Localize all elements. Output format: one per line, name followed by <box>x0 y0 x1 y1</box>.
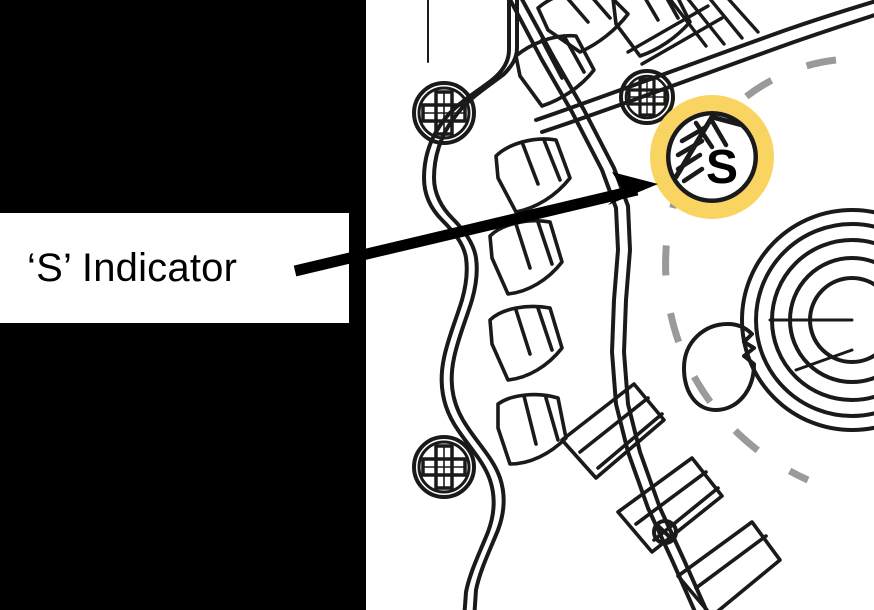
pressure-finger-6 <box>488 304 564 382</box>
pressure-finger-2 <box>611 0 692 58</box>
dashed-reference-arc <box>662 56 837 484</box>
pressure-finger-1 <box>536 0 630 54</box>
cover-plate-outline <box>422 0 519 610</box>
drawing-svg <box>412 0 874 610</box>
callout-box: ‘S’ Indicator <box>0 213 349 323</box>
callout-label: ‘S’ Indicator <box>27 246 238 290</box>
s-indicator-highlight-inner <box>666 111 758 203</box>
s-indicator-letter: S <box>705 141 738 194</box>
upper-rail-group <box>626 0 760 66</box>
pin-hole <box>652 519 678 545</box>
technical-drawing <box>366 0 874 610</box>
hub-concentric-rings <box>740 208 874 432</box>
pressure-finger-5 <box>488 218 564 296</box>
phillips-screw-lower-left <box>412 435 476 499</box>
retaining-strap-lower <box>560 382 666 480</box>
phillips-screw-upper-left <box>412 81 476 145</box>
outer-rim-lines <box>534 0 874 134</box>
pressure-finger-7 <box>496 392 568 466</box>
pressure-finger-4 <box>494 137 572 214</box>
s-indicator-marking-art <box>666 111 758 203</box>
pressure-finger-3 <box>514 33 596 108</box>
retaining-strap-lower-3 <box>676 520 782 610</box>
locating-hole <box>682 322 756 412</box>
s-indicator-highlight-ring <box>650 95 774 219</box>
